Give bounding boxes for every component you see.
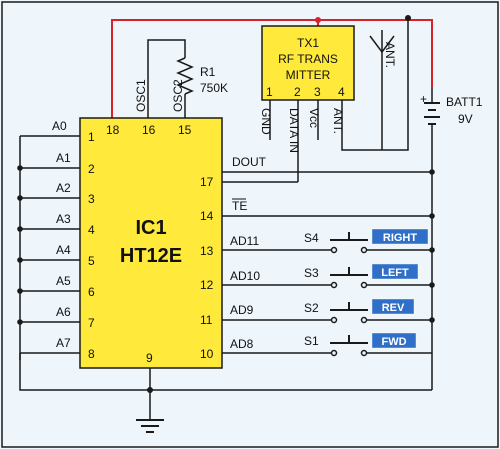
left-button-label: LEFT — [381, 267, 409, 279]
label-s3: S3 — [304, 266, 319, 280]
dout-label: DOUT — [232, 155, 267, 169]
osc1-label: OSC1 — [134, 79, 148, 112]
pin-5: 5 — [88, 254, 95, 268]
pin-3: 3 — [88, 192, 95, 206]
tx-pin-4: 4 — [338, 85, 345, 99]
button-labels — [372, 229, 428, 348]
ground-bus — [19, 353, 432, 391]
ground-junction — [147, 387, 153, 393]
antenna-icon — [369, 30, 395, 150]
label-ad8: AD8 — [230, 337, 254, 351]
transmitter-module — [261, 25, 355, 101]
ic-body — [79, 117, 223, 369]
tx-label-vcc: Vcc — [307, 108, 321, 128]
resistor-value: 750K — [200, 81, 228, 95]
supply-wire — [111, 19, 433, 118]
tx-line-2: RF TRANS — [278, 52, 338, 66]
label-s2: S2 — [304, 301, 319, 315]
pin-4: 4 — [88, 223, 95, 237]
pin-18: 18 — [106, 123, 120, 137]
tx-pin-wires — [269, 18, 409, 182]
tx-label-gnd: GND — [259, 108, 273, 135]
button-label-borders — [371, 228, 429, 349]
osc2-label: OSC2 — [171, 79, 185, 112]
pin-6: 6 — [88, 285, 95, 299]
pin-12: 12 — [200, 278, 214, 292]
tx-line-1: TX1 — [297, 36, 319, 50]
label-a3: A3 — [56, 212, 71, 226]
pin-13: 13 — [200, 244, 214, 258]
label-a1: A1 — [56, 151, 71, 165]
pin-11: 11 — [200, 313, 213, 327]
label-a2: A2 — [56, 181, 71, 195]
tx-pin-3: 3 — [314, 85, 321, 99]
right-button-bg — [372, 229, 428, 244]
label-s1: S1 — [304, 334, 319, 348]
pin-16: 16 — [142, 123, 156, 137]
battery-voltage: 9V — [458, 112, 473, 126]
pin-2: 2 — [88, 162, 95, 176]
pin-17: 17 — [200, 175, 214, 189]
pin-10: 10 — [200, 347, 214, 361]
rev-button-bg — [372, 299, 414, 314]
ground-icon — [136, 419, 164, 433]
switch-s4 — [330, 232, 368, 254]
pin-14: 14 — [200, 209, 214, 223]
antenna-label: ANT. — [383, 42, 397, 68]
tx-pin-1: 1 — [266, 85, 273, 99]
label-a0: A0 — [52, 119, 67, 133]
battery-name: BATT1 — [446, 95, 483, 109]
label-a7: A7 — [56, 336, 71, 350]
pin-15: 15 — [178, 123, 192, 137]
pin-8: 8 — [88, 347, 95, 361]
label-ad9: AD9 — [230, 303, 254, 317]
data-line-dots — [429, 169, 435, 323]
pin-1: 1 — [88, 130, 95, 144]
tx-label-data-in: DATA IN — [287, 108, 301, 153]
label-a4: A4 — [56, 243, 71, 257]
label-a6: A6 — [56, 305, 71, 319]
pin-7: 7 — [88, 316, 95, 330]
tx-line-3: MITTER — [286, 68, 331, 82]
resistor-name: R1 — [200, 65, 216, 79]
te-label: TE — [232, 199, 247, 213]
address-lines — [20, 135, 80, 354]
switch-s1 — [330, 335, 368, 357]
label-ad10: AD10 — [230, 269, 260, 283]
tx-pin-2: 2 — [294, 85, 301, 99]
battery-icon — [424, 88, 440, 390]
battery-plus: + — [420, 92, 427, 106]
label-a5: A5 — [56, 274, 71, 288]
address-dots — [17, 165, 23, 325]
ic-name: IC1 — [135, 217, 166, 239]
left-button-bg — [372, 264, 418, 279]
fwd-button-bg — [372, 333, 416, 348]
data-line-wires — [222, 171, 432, 354]
ic-part-number: HT12E — [120, 245, 182, 267]
pin-9: 9 — [146, 351, 153, 365]
right-button-label: RIGHT — [383, 232, 418, 244]
switch-s3 — [330, 267, 368, 289]
antenna-terminal — [405, 15, 411, 21]
fwd-button-label: FWD — [381, 336, 406, 348]
resistor-r1 — [176, 57, 194, 95]
switch-s2 — [330, 302, 368, 324]
label-ad11: AD11 — [230, 234, 259, 248]
tx-label-ant: ANT. — [331, 108, 345, 134]
rev-button-label: REV — [382, 302, 405, 314]
label-s4: S4 — [304, 231, 319, 245]
osc1-wire — [147, 39, 186, 118]
